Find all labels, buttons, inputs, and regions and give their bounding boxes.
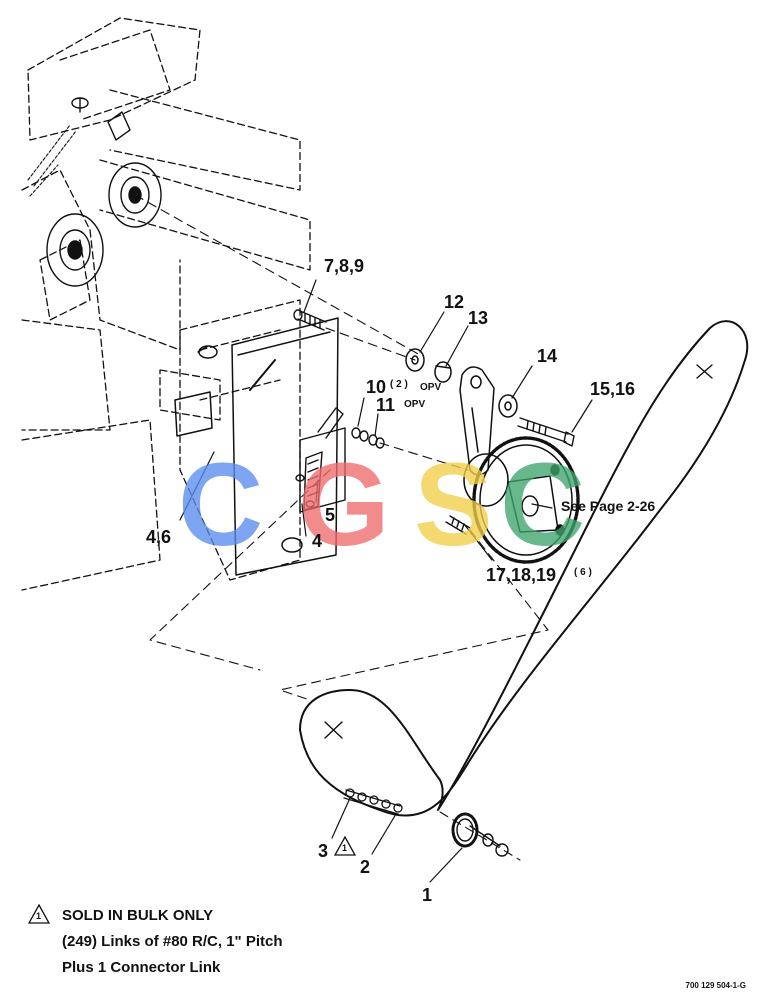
callout-15-16: 15,16 bbox=[590, 379, 636, 399]
callout-10-quantity: ( 2 ) bbox=[390, 379, 408, 390]
bolt-15-16 bbox=[517, 417, 575, 447]
washer-12 bbox=[405, 348, 425, 372]
note-line-2: (249) Links of #80 R/C, 1" Pitch bbox=[62, 933, 283, 950]
callout-11-opv: OPV bbox=[404, 399, 426, 410]
callout-leaders bbox=[179, 279, 593, 883]
callout-1: 1 bbox=[422, 885, 433, 905]
callout-7-8-9: 7,8,9 bbox=[324, 256, 365, 276]
see-page-reference: See Page 2-26 bbox=[561, 498, 656, 514]
idler-sprocket bbox=[463, 436, 580, 564]
callout-17-18-19: 17,18,19 bbox=[486, 565, 557, 585]
figure-id: 700 129 504-1-G bbox=[685, 981, 747, 990]
watermark-letter-g: G bbox=[298, 439, 390, 571]
note-flag-number: 1 bbox=[36, 911, 42, 921]
frame-bearings bbox=[46, 97, 162, 287]
callout-5: 5 bbox=[325, 505, 336, 525]
washer-14 bbox=[498, 394, 518, 418]
callout-13: 13 bbox=[468, 308, 489, 328]
nuts-10-11 bbox=[351, 427, 385, 449]
callout-12: 12 bbox=[444, 292, 465, 312]
machine-frame bbox=[21, 17, 311, 591]
callout-14: 14 bbox=[537, 346, 558, 366]
mounting-plate bbox=[174, 317, 339, 576]
callout-4: 4 bbox=[312, 531, 323, 551]
drive-chain-loop bbox=[299, 320, 749, 817]
callout-3: 3 bbox=[318, 841, 329, 861]
callout-3-flag-number: 1 bbox=[342, 843, 348, 853]
bolt-7-8-9 bbox=[293, 309, 327, 331]
chain-segment bbox=[343, 788, 403, 815]
bushing-13 bbox=[434, 361, 452, 383]
watermark-letter-c2: C bbox=[500, 439, 586, 571]
callout-10-opv: OPV bbox=[420, 382, 442, 393]
tensioner-bracket bbox=[295, 407, 346, 513]
bolts-17-18-19 bbox=[445, 515, 471, 535]
assembly-leader-lines bbox=[134, 194, 549, 861]
callout-11: 11 bbox=[376, 395, 396, 415]
note-line-3: Plus 1 Connector Link bbox=[62, 959, 221, 976]
callout-10: 10 bbox=[366, 377, 387, 397]
watermark-letter-c1: C bbox=[178, 439, 264, 571]
drive-sprocket bbox=[451, 812, 509, 857]
callout-2: 2 bbox=[360, 857, 371, 877]
note-line-1: SOLD IN BULK ONLY bbox=[62, 907, 214, 924]
callout-17-18-19-quantity: ( 6 ) bbox=[574, 567, 592, 578]
watermark-letter-s: S bbox=[414, 439, 493, 571]
frame-chain bbox=[27, 124, 77, 197]
callout-4-6: 4,6 bbox=[146, 527, 172, 547]
note-flag-icon bbox=[28, 904, 50, 924]
callout-3-flag-icon bbox=[334, 836, 356, 856]
